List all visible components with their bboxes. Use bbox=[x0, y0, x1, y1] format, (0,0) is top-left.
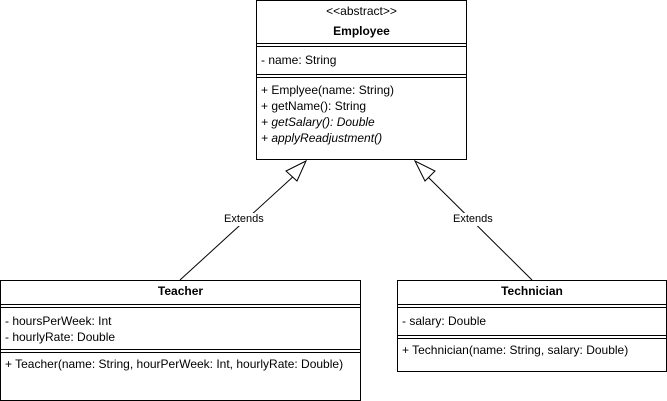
technician-attributes: - salary: Double bbox=[398, 308, 666, 336]
method-teacher-constructor: + Teacher(name: String, hourPerWeek: Int… bbox=[5, 357, 344, 371]
class-teacher-header: Teacher bbox=[1, 281, 360, 305]
edge-line-teacher-employee bbox=[179, 173, 297, 281]
employee-methods: + Emplyee(name: String) + getName(): Str… bbox=[257, 78, 466, 146]
class-employee-header: <<abstract>> Employee bbox=[257, 1, 466, 44]
method-getname: + getName(): String bbox=[261, 99, 367, 113]
teacher-attributes: - hoursPerWeek: Int - hourlyRate: Double bbox=[1, 308, 360, 350]
inheritance-arrowhead-teacher bbox=[285, 159, 308, 182]
method-technician-constructor: + Technician(name: String, salary: Doubl… bbox=[402, 343, 629, 357]
edge-line-technician-employee bbox=[424, 173, 533, 281]
class-name-employee: Employee bbox=[333, 24, 390, 38]
attribute-name: - name: String bbox=[261, 53, 337, 67]
method-applyreadjustment: + applyReadjustment() bbox=[261, 131, 383, 145]
attribute-salary: - salary: Double bbox=[402, 314, 487, 328]
class-technician[interactable]: Technician - salary: Double + Technician… bbox=[397, 280, 667, 372]
class-technician-header: Technician bbox=[398, 281, 666, 305]
attribute-hoursperweek: - hoursPerWeek: Int bbox=[5, 314, 112, 328]
technician-methods: + Technician(name: String, salary: Doubl… bbox=[398, 339, 666, 358]
edge-label-technician: Extends bbox=[451, 213, 495, 226]
teacher-methods: + Teacher(name: String, hourPerWeek: Int… bbox=[1, 353, 360, 372]
attribute-hourlyrate: - hourlyRate: Double bbox=[5, 330, 116, 344]
employee-attributes: - name: String bbox=[257, 47, 466, 75]
edge-label-teacher: Extends bbox=[222, 213, 266, 226]
class-employee[interactable]: <<abstract>> Employee - name: String + E… bbox=[256, 0, 467, 160]
class-name-technician: Technician bbox=[501, 284, 563, 298]
method-getsalary: + getSalary(): Double bbox=[261, 115, 375, 129]
method-constructor: + Emplyee(name: String) bbox=[261, 83, 395, 97]
class-teacher[interactable]: Teacher - hoursPerWeek: Int - hourlyRate… bbox=[0, 280, 361, 401]
inheritance-arrowhead-technician bbox=[413, 159, 436, 182]
class-name-teacher: Teacher bbox=[157, 284, 204, 298]
stereotype-label: <<abstract>> bbox=[326, 4, 397, 18]
